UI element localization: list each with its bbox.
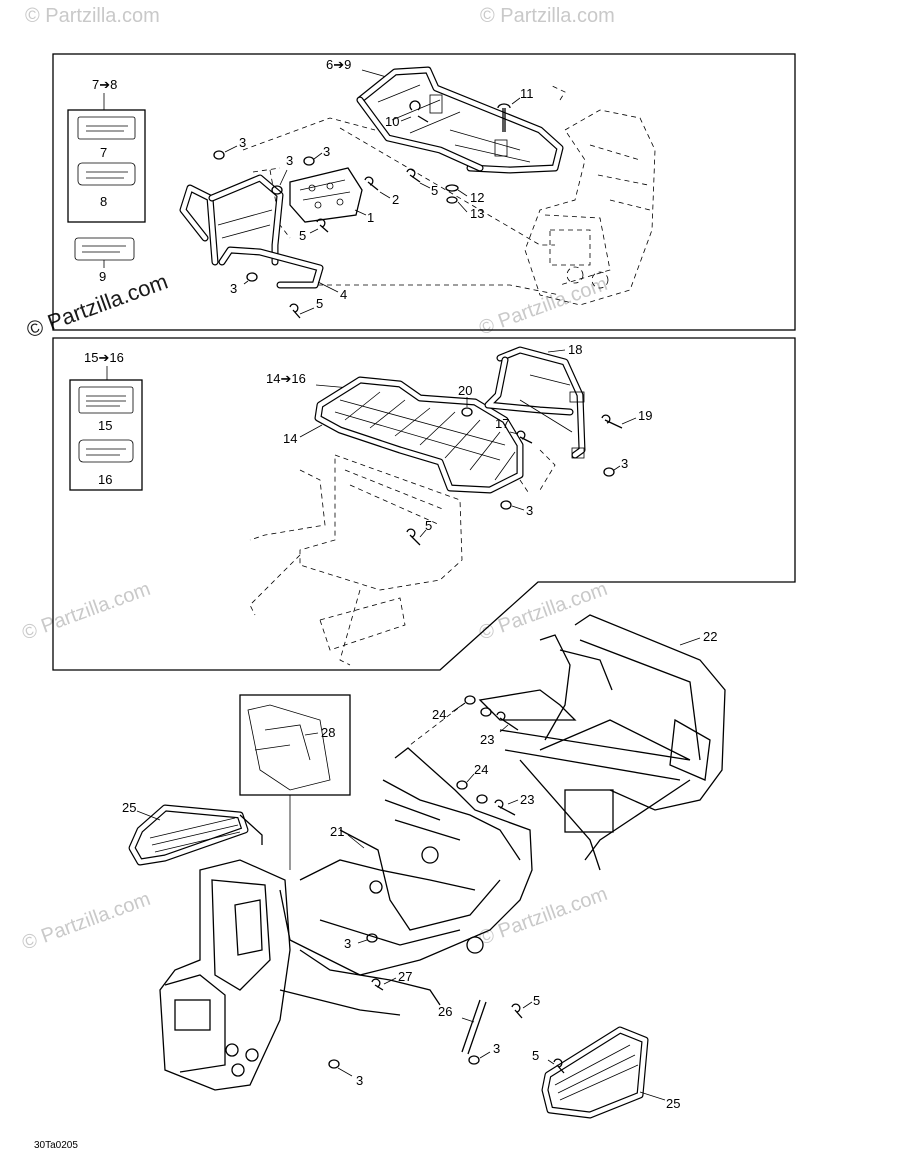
frame-front-dotted bbox=[524, 109, 656, 306]
callout-5: 5 bbox=[532, 1048, 539, 1063]
callout-24: 24 bbox=[432, 707, 446, 722]
callout-rack-group: 14➔16 bbox=[266, 371, 306, 386]
callout-10: 10 bbox=[385, 114, 399, 129]
main-frame bbox=[159, 614, 726, 1091]
watermark: © Partzilla.com bbox=[480, 5, 615, 27]
callout-5: 5 bbox=[425, 518, 432, 533]
decal-group-box bbox=[69, 379, 143, 491]
callout-26: 26 bbox=[438, 1004, 452, 1019]
watermark: © Partzilla.com bbox=[19, 888, 153, 955]
frame-assembly: 28 bbox=[122, 614, 726, 1119]
callout-24: 24 bbox=[474, 762, 488, 777]
callout-8: 8 bbox=[100, 194, 107, 209]
callout-18: 18 bbox=[568, 342, 582, 357]
front-rack bbox=[356, 66, 564, 174]
callout-15: 15 bbox=[98, 418, 112, 433]
callout-3: 3 bbox=[239, 135, 246, 150]
callout-3: 3 bbox=[356, 1073, 363, 1088]
callout-decal-group: 15➔16 bbox=[84, 350, 124, 365]
callout-17: 17 bbox=[495, 416, 509, 431]
callout-13: 13 bbox=[470, 206, 484, 221]
callout-28: 28 bbox=[321, 725, 335, 740]
front-bumper bbox=[179, 174, 324, 289]
decal-group-box bbox=[67, 109, 146, 223]
callout-2: 2 bbox=[392, 192, 399, 207]
callout-3: 3 bbox=[621, 456, 628, 471]
watermark: © Partzilla.com bbox=[476, 883, 610, 950]
callout-3: 3 bbox=[230, 281, 237, 296]
frame-rear-dotted bbox=[249, 449, 556, 666]
callout-rack-group: 6➔9 bbox=[326, 57, 351, 72]
callout-21: 21 bbox=[330, 824, 344, 839]
callout-19: 19 bbox=[638, 408, 652, 423]
callout-3: 3 bbox=[323, 144, 330, 159]
callout-20: 20 bbox=[458, 383, 472, 398]
callout-7: 7 bbox=[100, 145, 107, 160]
callout-5: 5 bbox=[316, 296, 323, 311]
callout-27: 27 bbox=[398, 969, 412, 984]
watermark: © Partzilla.com bbox=[25, 5, 160, 27]
panel-border bbox=[52, 53, 796, 331]
callout-25: 25 bbox=[122, 800, 136, 815]
callout-12: 12 bbox=[470, 190, 484, 205]
inset-detail-box bbox=[239, 694, 351, 796]
callout-25: 25 bbox=[666, 1096, 680, 1111]
watermark: © Partzilla.com bbox=[476, 578, 610, 645]
callout-11: 11 bbox=[520, 86, 534, 101]
panel-front-rack: 7➔8 7 8 9 6➔9 11 10 bbox=[52, 53, 796, 331]
callout-23: 23 bbox=[480, 732, 494, 747]
callout-5: 5 bbox=[533, 993, 540, 1008]
bumper-bracket bbox=[289, 167, 363, 223]
footrest-right bbox=[541, 1026, 649, 1119]
callout-1: 1 bbox=[367, 210, 374, 225]
watermark-main: © Partzilla.com bbox=[23, 269, 171, 343]
diagram-code: 30Ta0205 bbox=[34, 1140, 78, 1151]
callout-3: 3 bbox=[493, 1041, 500, 1056]
callout-5: 5 bbox=[299, 228, 306, 243]
callout-4: 4 bbox=[340, 287, 347, 302]
callout-9: 9 bbox=[99, 269, 106, 284]
callout-14: 14 bbox=[283, 431, 297, 446]
callout-decal-group: 7➔8 bbox=[92, 77, 117, 92]
panel-rear-rack: 15➔16 15 16 14➔16 14 18 bbox=[52, 337, 796, 671]
callout-3: 3 bbox=[526, 503, 533, 518]
callout-22: 22 bbox=[703, 629, 717, 644]
rear-rack bbox=[314, 376, 524, 494]
callout-23: 23 bbox=[520, 792, 534, 807]
watermark: © Partzilla.com bbox=[19, 578, 153, 645]
panel-border bbox=[52, 337, 796, 671]
callout-5: 5 bbox=[431, 183, 438, 198]
rear-bumper bbox=[484, 346, 586, 459]
callout-3: 3 bbox=[344, 936, 351, 951]
callout-16: 16 bbox=[98, 472, 112, 487]
callout-3: 3 bbox=[286, 153, 293, 168]
footrest-left bbox=[128, 804, 263, 866]
